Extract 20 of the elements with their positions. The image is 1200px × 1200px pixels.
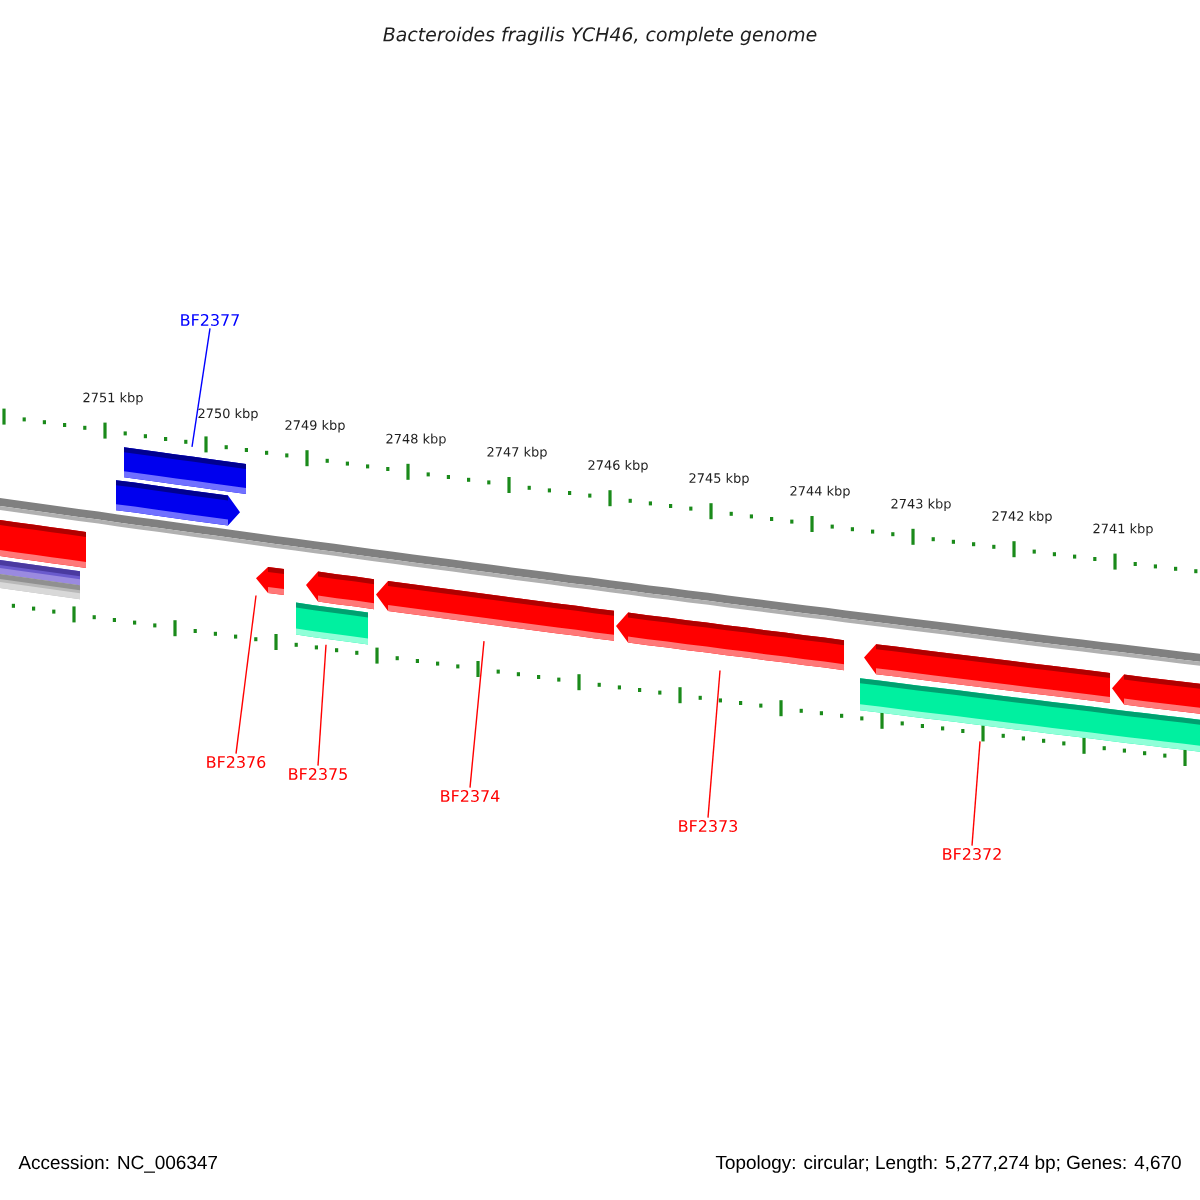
gene-feature [0,520,86,568]
leader-line [707,669,721,819]
leader-line [469,640,485,789]
leader-line [191,327,211,448]
gene-feature-pointed [616,612,844,671]
genome-info: Topology: circular; Length: 5,277,274 bp; Genes: 4,670 [715,1155,1181,1173]
gene-feature [1110,709,1200,752]
gene-feature-pointed [306,571,374,610]
leader-line [317,644,327,767]
gene-feature-pointed [1112,674,1200,714]
gene-feature-pointed [256,567,284,595]
gene-feature [296,602,368,645]
gene-feature [0,574,80,600]
leader-line [971,740,981,847]
map-title: Bacteroides fragilis YCH46, complete genome [383,26,817,46]
gene-feature-pointed [116,480,240,526]
gene-feature [860,678,1110,741]
leader-line [235,594,257,755]
gene-feature-pointed [376,581,614,641]
accession-label: Accession: NC_006347 [18,1155,217,1173]
